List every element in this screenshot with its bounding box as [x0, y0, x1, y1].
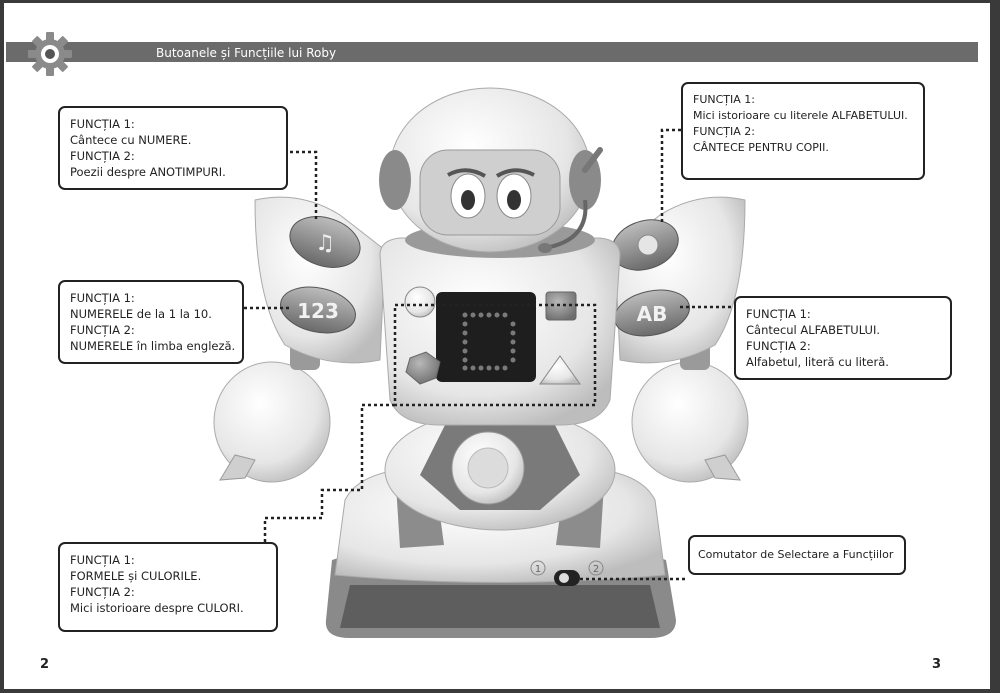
robot-face [419, 149, 561, 236]
page-title: Butoanele și Funcțiile lui Roby [156, 46, 337, 60]
svg-text:♫: ♫ [315, 231, 335, 256]
numbers-button-label: 123 [297, 299, 339, 323]
callout-numbers: FUNCȚIA 1: NUMERELE de la 1 la 10. FUNCȚ… [58, 280, 244, 364]
switch-position-2: 2 [593, 564, 599, 575]
page-number-right: 3 [932, 657, 942, 672]
letters-button-label: AB [637, 302, 668, 326]
callout-music: FUNCȚIA 1: Cântece cu NUMERE. FUNCȚIA 2:… [58, 106, 288, 190]
callout-shapes: FUNCȚIA 1: FORMELE și CULORILE. FUNCȚIA … [58, 542, 278, 632]
circle-shape-button [404, 286, 436, 318]
music-button [289, 216, 361, 268]
callout-switch: Comutator de Selectare a Funcțiilor [688, 535, 906, 575]
gear-icon [28, 32, 72, 76]
callout-alphabet: FUNCȚIA 1: Cântecul ALFABETULUI. FUNCȚIA… [734, 296, 952, 380]
header-bar [6, 42, 978, 62]
triangle-shape-button [539, 355, 581, 385]
switch-position-1: 1 [535, 564, 541, 575]
callout-alphabet-stories: FUNCȚIA 1: Mici istorioare cu literele A… [681, 82, 925, 180]
numbers-button [280, 286, 356, 334]
page-number-left: 2 [40, 657, 50, 672]
leader-lines [244, 128, 734, 581]
hexagon-shape-button [405, 351, 441, 385]
